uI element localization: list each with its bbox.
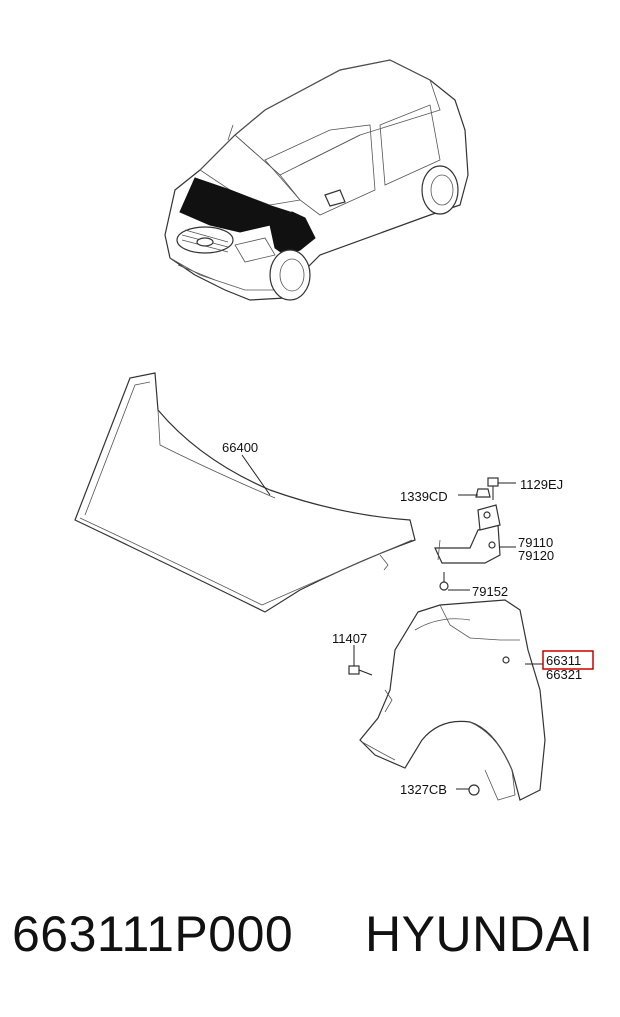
- label-79110: 79110: [518, 535, 553, 550]
- bolt-1339cd-icon: [475, 488, 491, 498]
- label-11407: 11407: [332, 631, 367, 646]
- screw-11407-icon: [348, 665, 373, 676]
- label-79152: 79152: [472, 584, 508, 599]
- brand-name: HYUNDAI: [365, 906, 594, 962]
- label-66400: 66400: [222, 440, 258, 455]
- caption: 663111P000 HYUNDAI: [0, 905, 620, 975]
- car-illustration: [164, 59, 469, 301]
- label-66321: 66321: [546, 667, 582, 682]
- fender-panel: [359, 599, 546, 801]
- label-66311: 66311: [546, 653, 581, 668]
- bolt-1129ej-icon: [487, 477, 499, 500]
- label-1327cb: 1327CB: [400, 782, 447, 797]
- bolt-79152-icon: [439, 572, 449, 591]
- label-79120: 79120: [518, 548, 554, 563]
- label-1129ej: 1129EJ: [520, 477, 563, 492]
- part-number: 663111P000: [12, 906, 294, 962]
- label-1339cd: 1339CD: [400, 489, 448, 504]
- fender-highlight: [269, 211, 316, 256]
- hood-hinge: [434, 504, 501, 564]
- hood-panel: [74, 372, 416, 613]
- highlight-box: [542, 650, 594, 670]
- hood-highlight: [179, 177, 292, 233]
- nut-1327cb-icon: [468, 784, 480, 796]
